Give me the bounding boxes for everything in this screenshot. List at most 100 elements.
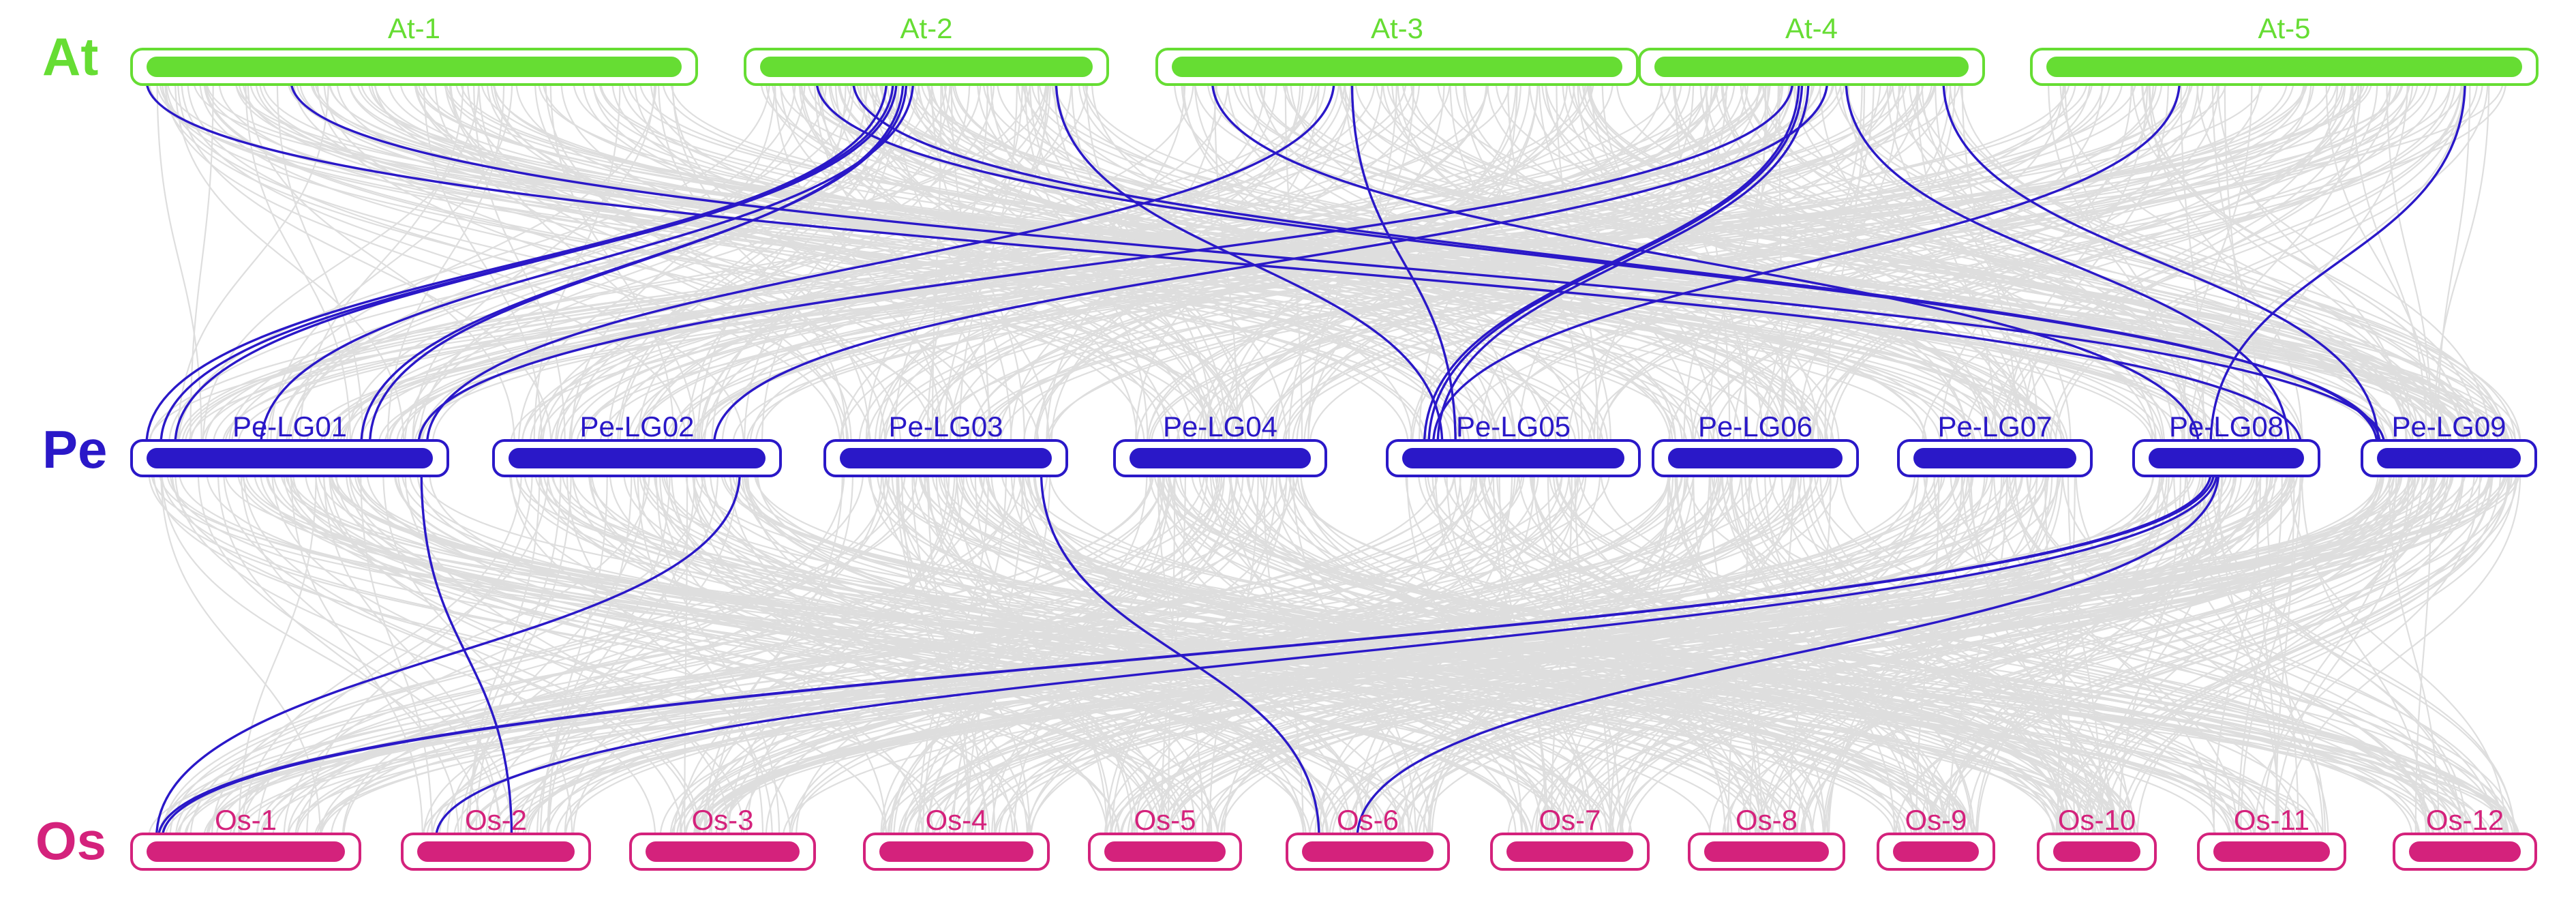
chromosome-at-4: At-4 [1638,12,1985,86]
background-link [1577,471,2304,839]
background-link [205,471,1777,839]
background-link [215,471,1563,839]
chromosome-label: At-2 [900,12,952,44]
background-link [1387,80,2509,445]
chromosome-label: Pe-LG07 [1937,410,2052,443]
chromosome-bar [1913,448,2076,468]
background-link [243,471,683,839]
background-link [1726,471,2509,839]
background-link [953,471,2293,839]
background-link [1314,471,1722,839]
background-link [2414,471,2432,839]
background-link [468,471,562,839]
background-link [882,471,2237,839]
highlighted-link [1211,80,2200,445]
background-link [955,471,2117,839]
background-link [1487,471,2236,839]
background-link [404,80,920,445]
background-link [1005,471,1776,839]
background-link [789,471,1477,839]
background-link [1347,471,1928,839]
background-link [177,80,552,445]
highlighted-link [417,80,1794,445]
background-link [2006,471,2429,839]
chromosome-pe-lg08: Pe-LG08 [2132,410,2320,477]
background-link [423,80,2412,445]
background-link [1942,471,2224,839]
background-link [205,80,1701,445]
background-link [929,80,2338,445]
background-link [746,80,2294,445]
background-link [1839,80,2273,445]
background-link [204,80,1212,445]
chromosome-label: Pe-LG03 [888,410,1003,443]
highlighted-link [435,471,2218,839]
background-link [580,80,1924,445]
chromosome-bar [147,841,345,862]
background-link [2282,471,2521,839]
background-link [1705,80,2025,445]
background-link [399,80,2212,445]
chromosome-bar [2213,841,2330,862]
background-link [571,471,2240,839]
chromosome-pe-lg07: Pe-LG07 [1897,410,2093,477]
chromosome-label: Pe-LG09 [2391,410,2506,443]
background-link [1611,471,1927,839]
background-link [2049,80,2466,445]
background-link [1712,80,2457,445]
background-link [2180,80,2204,445]
background-link [1529,471,2097,839]
chromosome-bar [2046,57,2522,77]
background-link [267,80,657,445]
background-link [1744,80,2503,445]
background-link [2261,471,2397,839]
chromosome-bar [2409,841,2521,862]
highlighted-link [161,471,2215,839]
chromosome-os-4: Os-4 [863,804,1050,871]
background-link [2388,471,2440,839]
species-label-at: At [42,27,98,87]
background-link [1401,80,2397,445]
chromosome-bar [509,448,766,468]
background-link [258,80,1714,445]
background-link [905,471,2402,839]
chromosome-bar [1668,448,1843,468]
background-link [1286,80,2174,445]
background-link [1793,80,2194,445]
background-link [1262,471,1304,839]
background-link [197,471,502,839]
chromosome-at-1: At-1 [130,12,698,86]
chromosome-bar [417,841,575,862]
background-link [262,471,1477,839]
background-link [671,80,870,445]
background-link [1710,471,1763,839]
background-link [1206,471,1974,839]
chromosome-bar [1654,57,1969,77]
background-link [1586,471,2465,839]
chromosome-bar [1893,841,1979,862]
background-link [1194,80,1517,445]
background-link [1536,471,2237,839]
highlighted-link [420,471,513,839]
chromosome-at-2: At-2 [744,12,1109,86]
background-link [2055,80,2489,445]
background-link [446,471,845,839]
background-link [1247,471,1757,839]
background-link [1417,471,2255,839]
background-link [2274,471,2410,839]
highlighted-link [155,471,741,839]
background-link [931,80,942,445]
background-link [165,80,945,445]
highlighted-link [425,80,1335,445]
background-link [1379,471,2274,839]
chromosome-label: Os-9 [1905,804,1967,836]
background-link [1191,471,2450,839]
chromosome-label: Pe-LG02 [579,410,694,443]
background-link [542,80,1194,445]
background-link [348,471,2104,839]
background-link [863,80,1242,445]
background-link [276,80,364,445]
background-link [272,471,1524,839]
background-link [880,471,1226,839]
